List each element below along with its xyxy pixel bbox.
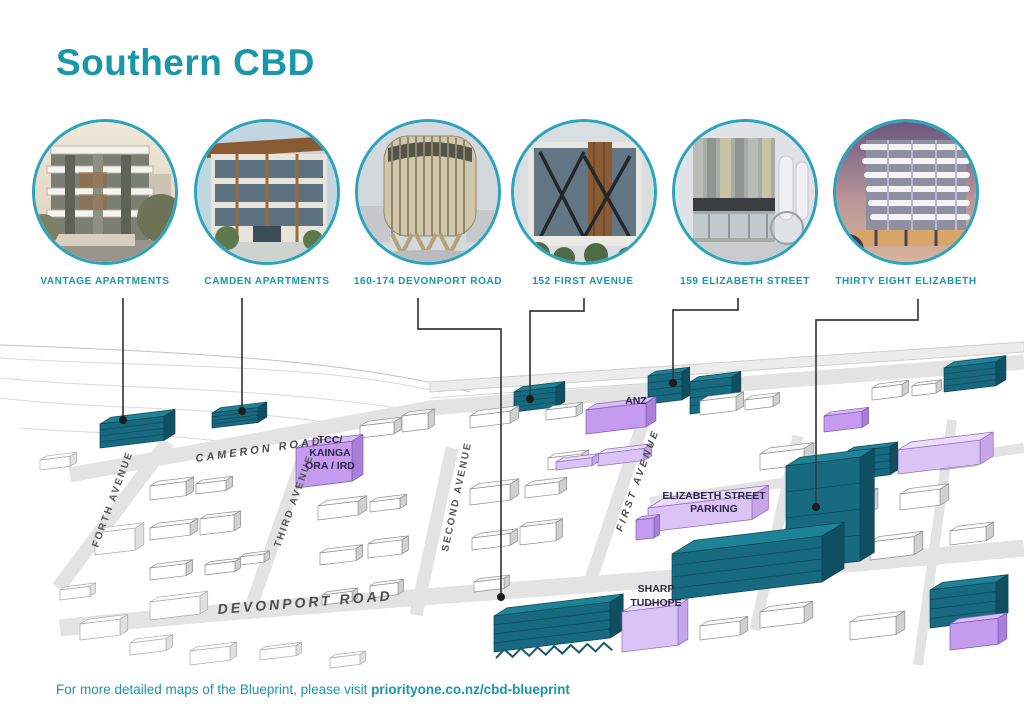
map-label-parking-line1: ELIZABETH STREET	[662, 490, 766, 502]
development-label-camden: CAMDEN APARTMENTS	[204, 276, 330, 287]
rail-corridor	[429, 341, 1024, 393]
development-label-elizabeth-street: 159 ELIZABETH STREET	[680, 276, 810, 287]
map-label-tcc-line1: TCC/	[318, 434, 343, 446]
map-buildings	[39, 355, 1009, 669]
elizabeth-street-photo	[672, 119, 818, 265]
connector-line-first-avenue	[529, 298, 585, 399]
development-label-vantage: VANTAGE APARTMENTS	[40, 276, 170, 287]
development-label-thirty-eight: THIRTY EIGHT ELIZABETH	[835, 276, 977, 287]
map-label-sharp-line1: SHARP	[638, 583, 675, 595]
map-label-sharp-line2: TUDHOPE	[630, 597, 681, 609]
footer-note: For more detailed maps of the Blueprint,…	[56, 682, 570, 697]
first-avenue-image	[514, 122, 654, 262]
map-label-anz: ANZ	[625, 395, 647, 407]
connector-dots	[119, 379, 820, 601]
camden-apartments-photo	[194, 119, 340, 265]
camden-apartments-image	[197, 122, 337, 262]
first-avenue-photo	[511, 119, 657, 265]
elizabeth-street-image	[675, 122, 815, 262]
thirty-eight-elizabeth-photo	[833, 119, 979, 265]
map-label-tcc-line3: ORA / IRD	[305, 460, 355, 472]
development-label-first-avenue: 152 FIRST AVENUE	[532, 276, 634, 287]
devonport-road-photo	[355, 119, 501, 265]
footer-text: For more detailed maps of the Blueprint,…	[56, 682, 372, 697]
thirty-eight-elizabeth-image	[836, 122, 976, 262]
map-label-parking-line2: PARKING	[690, 503, 738, 515]
connector-line-thirty-eight	[815, 299, 919, 507]
development-label-devonport: 160-174 DEVONPORT ROAD	[353, 276, 503, 287]
connector-line-elizabeth-street	[672, 298, 739, 383]
footer-link[interactable]: priorityone.co.nz/cbd-blueprint	[371, 682, 570, 697]
page-title: Southern CBD	[56, 42, 315, 83]
connector-line-devonport	[417, 298, 502, 597]
zigzag-detail	[495, 641, 613, 659]
devonport-road-image	[358, 122, 498, 262]
vantage-apartments-photo	[32, 119, 178, 265]
map-label-tcc-line2: KAINGA	[309, 447, 351, 459]
landmark-labels: TCC/ KAINGA ORA / IRD ANZ ELIZABETH STRE…	[305, 395, 766, 609]
